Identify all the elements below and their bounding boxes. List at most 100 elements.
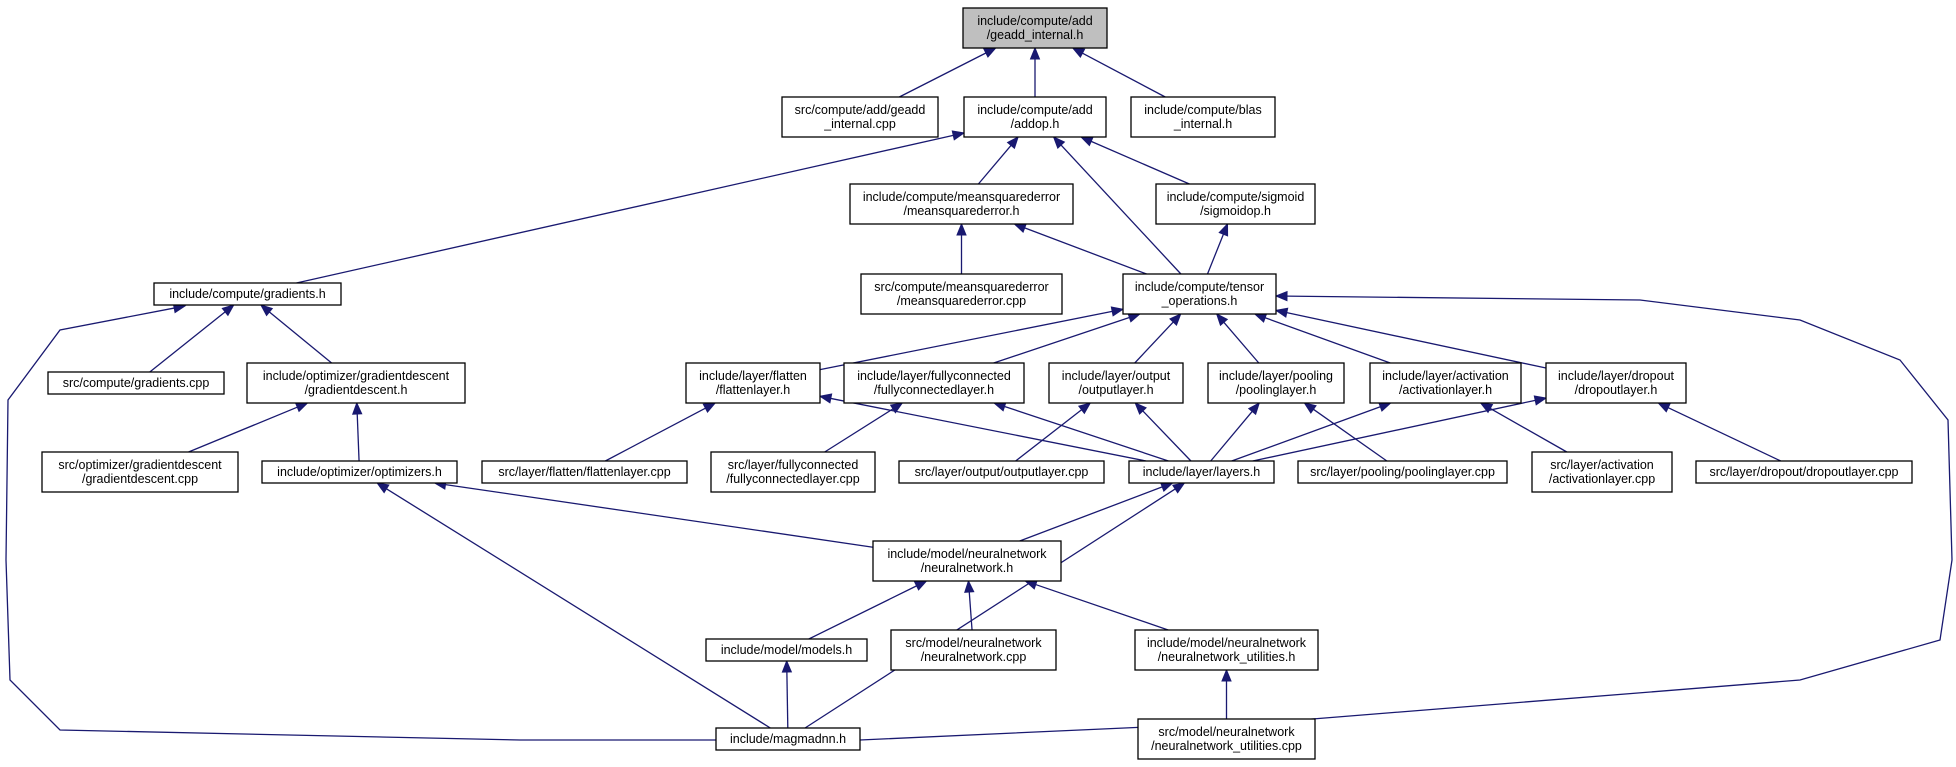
arrowhead-tensor_ops_h-to-mse_h: [1013, 223, 1028, 233]
arrowhead-dropout_cpp-to-dropout_h: [1657, 402, 1671, 413]
edge-fc_cpp-to-fc_h: [824, 408, 894, 453]
node-fc_h[interactable]: include/layer/fullyconnected/fullyconnec…: [843, 362, 1025, 404]
node-box: [963, 96, 1107, 138]
node-label-line: /meansquarederror.h: [903, 204, 1019, 218]
node-label-line: /neuralnetwork.cpp: [921, 650, 1027, 664]
node-label-line: src/model/neuralnetwork: [905, 636, 1042, 650]
node-output_h[interactable]: include/layer/output/outputlayer.h: [1048, 362, 1184, 404]
node-nn_cpp[interactable]: src/model/neuralnetwork/neuralnetwork.cp…: [890, 629, 1057, 671]
node-label-line: /activationlayer.h: [1399, 383, 1492, 397]
edge-gd_cpp-to-gd_h: [188, 406, 298, 453]
node-optimizers_h[interactable]: include/optimizer/optimizers.h: [261, 460, 458, 484]
edge-activation_cpp-to-activation_h: [1489, 407, 1568, 453]
node-box: [860, 273, 1063, 315]
edge-activation_h-to-tensor_ops_h: [1264, 317, 1391, 364]
node-label-line: src/layer/dropout/dropoutlayer.cpp: [1710, 465, 1899, 479]
node-dropout_cpp[interactable]: src/layer/dropout/dropoutlayer.cpp: [1695, 460, 1913, 484]
node-layers_h[interactable]: include/layer/layers.h: [1128, 460, 1275, 484]
node-tensor_ops_h[interactable]: include/compute/tensor_operations.h: [1122, 273, 1277, 315]
arrowhead-output_h-to-tensor_ops_h: [1169, 313, 1182, 326]
node-box: [1531, 451, 1673, 493]
node-label-line: include/model/models.h: [721, 643, 852, 657]
node-pooling_cpp[interactable]: src/layer/pooling/poolinglayer.cpp: [1297, 460, 1508, 484]
arrowhead-activation_h-to-tensor_ops_h: [1253, 312, 1268, 323]
arrowhead-magmadnn_h-to-models_h: [781, 659, 793, 673]
node-blas_internal_h[interactable]: include/compute/blas_internal.h: [1130, 96, 1276, 138]
node-label-line: include/layer/layers.h: [1143, 465, 1260, 479]
node-label-line: src/layer/flatten/flattenlayer.cpp: [498, 465, 670, 479]
node-fc_cpp[interactable]: src/layer/fullyconnected/fullyconnectedl…: [710, 451, 876, 493]
node-box: [1128, 460, 1275, 484]
node-label-line: include/layer/pooling: [1219, 369, 1333, 383]
node-box: [1545, 362, 1687, 404]
arrowhead-nn_cpp-to-nn_h: [964, 579, 975, 593]
edge-nn_util_h-to-nn_h: [1035, 583, 1169, 631]
node-gd_cpp[interactable]: src/optimizer/gradientdescent/gradientde…: [41, 451, 239, 493]
edge-tensor_ops_h-to-sigmoidop_h: [1206, 233, 1225, 275]
node-geadd_internal_cpp[interactable]: src/compute/add/geadd_internal.cpp: [781, 96, 939, 138]
node-models_h[interactable]: include/model/models.h: [705, 638, 868, 662]
node-box: [898, 460, 1105, 484]
arrowhead-fc_cpp-to-fc_h: [889, 402, 904, 414]
edge-blas_internal_h-to-geadd_internal_h: [1082, 52, 1166, 98]
node-output_cpp[interactable]: src/layer/output/outputlayer.cpp: [898, 460, 1105, 484]
edge-magmadnn_h-to-gradients_h: [5, 307, 716, 741]
node-box: [1155, 183, 1316, 225]
node-gd_h[interactable]: include/optimizer/gradientdescent/gradie…: [246, 362, 466, 404]
edge-geadd_internal_cpp-to-geadd_internal_h: [899, 52, 987, 98]
edge-sigmoidop_h-to-addop_h: [1090, 140, 1190, 185]
node-label-line: /dropoutlayer.h: [1575, 383, 1658, 397]
arrowhead-mse_h-to-addop_h: [1006, 135, 1019, 150]
node-sigmoidop_h[interactable]: include/compute/sigmoid/sigmoidop.h: [1155, 183, 1316, 225]
node-magmadnn_h[interactable]: include/magmadnn.h: [715, 727, 861, 751]
node-label-line: src/layer/activation: [1550, 458, 1654, 472]
edge-tensor_ops_h-to-addop_h: [1060, 144, 1182, 275]
node-label-line: include/optimizer/optimizers.h: [277, 465, 442, 479]
node-box: [1207, 362, 1345, 404]
node-dropout_h[interactable]: include/layer/dropout/dropoutlayer.h: [1545, 362, 1687, 404]
edge-magmadnn_h-to-tensor_ops_h: [859, 295, 1953, 741]
node-label-line: src/optimizer/gradientdescent: [58, 458, 222, 472]
arrowhead-optimizers_h-to-gd_h: [351, 401, 363, 415]
node-box: [705, 638, 868, 662]
edge-magmadnn_h-to-layers_h: [804, 488, 1176, 729]
edge-gd_h-to-gradients_h: [269, 311, 333, 364]
node-box: [849, 183, 1074, 225]
node-gradients_h[interactable]: include/compute/gradients.h: [153, 282, 342, 306]
edge-dropout_h-to-tensor_ops_h: [1286, 312, 1547, 369]
node-label-line: include/compute/tensor: [1135, 280, 1264, 294]
node-label-line: /outputlayer.h: [1078, 383, 1153, 397]
node-activation_h[interactable]: include/layer/activation/activationlayer…: [1369, 362, 1522, 404]
edge-flatten_cpp-to-flatten_h: [605, 407, 706, 462]
node-label-line: /fullyconnectedlayer.h: [874, 383, 994, 397]
arrowhead-blas_internal_h-to-geadd_internal_h: [1071, 47, 1086, 59]
node-label-line: src/compute/add/geadd: [795, 103, 926, 117]
node-label-line: /addop.h: [1011, 117, 1060, 131]
node-label-line: /gradientdescent.h: [305, 383, 408, 397]
node-label-line: include/layer/fullyconnected: [857, 369, 1011, 383]
node-gradients_cpp[interactable]: src/compute/gradients.cpp: [47, 371, 225, 395]
node-mse_cpp[interactable]: src/compute/meansquarederror/meansquared…: [860, 273, 1063, 315]
node-activation_cpp[interactable]: src/layer/activation/activationlayer.cpp: [1531, 451, 1673, 493]
arrowhead-dropout_h-to-tensor_ops_h: [1274, 307, 1289, 318]
node-nn_util_h[interactable]: include/model/neuralnetwork/neuralnetwor…: [1134, 629, 1319, 671]
node-flatten_h[interactable]: include/layer/flatten/flattenlayer.h: [685, 362, 821, 404]
arrowhead-addop_h-to-geadd_internal_h: [1029, 46, 1041, 60]
node-label-line: /neuralnetwork_utilities.cpp: [1151, 739, 1302, 753]
node-addop_h[interactable]: include/compute/add/addop.h: [963, 96, 1107, 138]
node-mse_h[interactable]: include/compute/meansquarederror/meansqu…: [849, 183, 1074, 225]
node-geadd_internal_h[interactable]: include/compute/add/geadd_internal.h: [962, 7, 1108, 49]
node-nn_h[interactable]: include/model/neuralnetwork/neuralnetwor…: [872, 540, 1062, 582]
edge-optimizers_h-to-gd_h: [356, 413, 360, 462]
edge-magmadnn_h-to-models_h: [786, 671, 789, 729]
arrowhead-gradients_h-to-addop_h: [951, 130, 966, 141]
node-label-line: src/layer/output/outputlayer.cpp: [915, 465, 1089, 479]
node-flatten_cpp[interactable]: src/layer/flatten/flattenlayer.cpp: [481, 460, 688, 484]
arrowhead-flatten_h-to-tensor_ops_h: [1110, 306, 1125, 317]
node-box: [246, 362, 466, 404]
node-label-line: include/model/neuralnetwork: [1147, 636, 1307, 650]
node-pooling_h[interactable]: include/layer/pooling/poolinglayer.h: [1207, 362, 1345, 404]
node-nn_util_cpp[interactable]: src/model/neuralnetwork/neuralnetwork_ut…: [1137, 718, 1316, 760]
node-label-line: include/compute/add: [977, 103, 1092, 117]
